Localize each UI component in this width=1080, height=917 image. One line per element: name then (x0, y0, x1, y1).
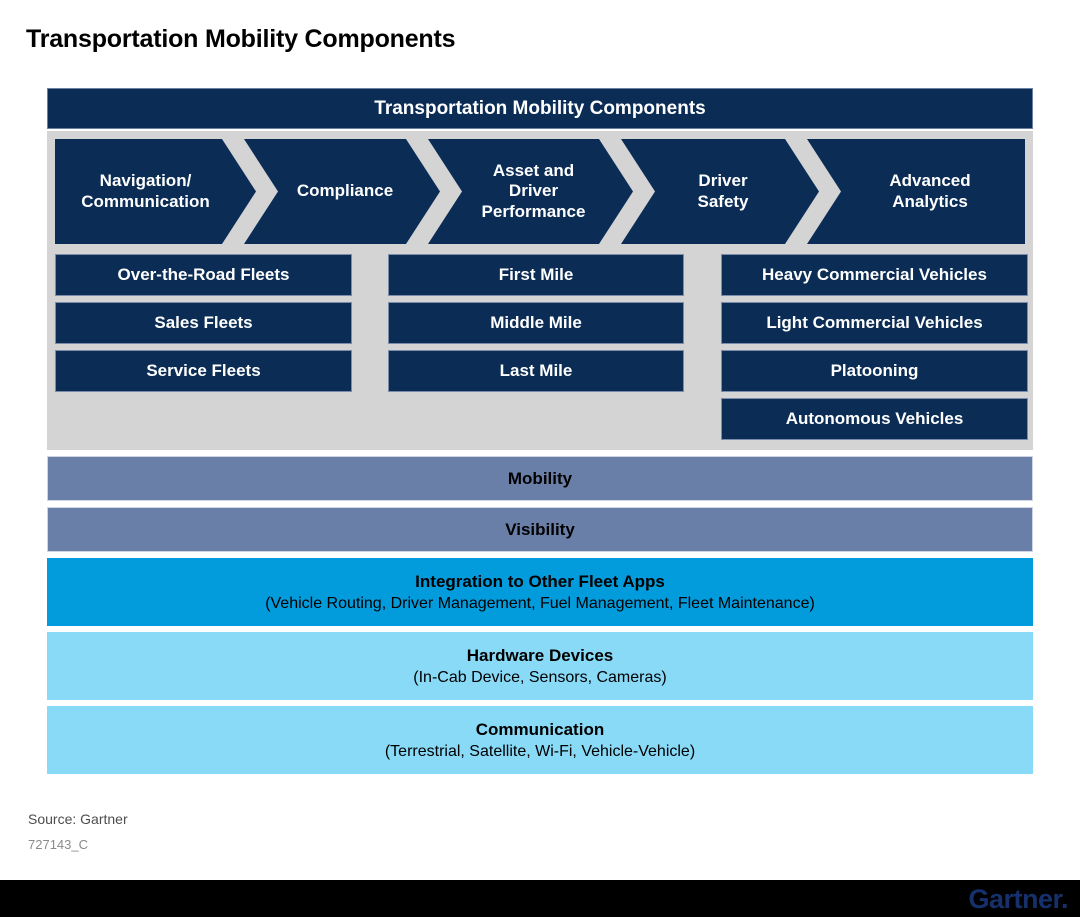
layer-visibility[interactable]: Visibility (47, 507, 1033, 552)
box-item[interactable]: Light Commercial Vehicles (721, 302, 1028, 344)
layer-title: Hardware Devices (466, 645, 614, 665)
gartner-logo-dot: . (1060, 884, 1069, 914)
box-label: Over-the-Road Fleets (117, 265, 290, 284)
layer-subtitle: (In-Cab Device, Sensors, Cameras) (413, 668, 667, 686)
column-fleet-types: Over-the-Road Fleets Sales Fleets Servic… (55, 254, 352, 392)
chevron-driver-safety[interactable]: Driver Safety (621, 139, 819, 244)
diagram-container: Transportation Mobility Components Navig… (47, 88, 1033, 774)
box-item[interactable]: Heavy Commercial Vehicles (721, 254, 1028, 296)
box-label: Last Mile (499, 361, 573, 380)
layer-title: Communication (475, 719, 605, 739)
box-label: Middle Mile (490, 313, 582, 332)
chevron-advanced-analytics[interactable]: Advanced Analytics (807, 139, 1025, 244)
chevron-label: Navigation/ Communication (81, 171, 210, 211)
chevron-navigation-communication[interactable]: Navigation/ Communication (55, 139, 256, 244)
layer-title: Integration to Other Fleet Apps (415, 571, 665, 591)
box-item[interactable]: Sales Fleets (55, 302, 352, 344)
box-item[interactable]: Middle Mile (388, 302, 684, 344)
chevron-label: Compliance (296, 181, 394, 201)
chevron-label: Asset and Driver Performance (481, 161, 586, 221)
chart-id: 727143_C (28, 837, 88, 852)
box-item[interactable]: Autonomous Vehicles (721, 398, 1028, 440)
box-item[interactable]: Over-the-Road Fleets (55, 254, 352, 296)
chevron-process-row: Navigation/ Communication Compliance Ass… (55, 139, 1025, 244)
diagram-header-bar: Transportation Mobility Components (47, 88, 1033, 129)
chevron-asset-driver-performance[interactable]: Asset and Driver Performance (428, 139, 633, 244)
box-label: Light Commercial Vehicles (766, 313, 983, 332)
box-label: First Mile (498, 265, 574, 284)
box-label: Service Fleets (146, 361, 261, 380)
category-columns: Over-the-Road Fleets Sales Fleets Servic… (55, 254, 1028, 440)
box-label: Platooning (830, 361, 919, 380)
box-item[interactable]: Service Fleets (55, 350, 352, 392)
layer-communication[interactable]: Communication (Terrestrial, Satellite, W… (47, 706, 1033, 774)
chevron-label: Advanced Analytics (889, 171, 971, 211)
layer-integration-to-other-fleet-apps[interactable]: Integration to Other Fleet Apps (Vehicle… (47, 558, 1033, 626)
layer-title: Mobility (507, 468, 573, 488)
box-label: Sales Fleets (154, 313, 253, 332)
layer-subtitle: (Terrestrial, Satellite, Wi-Fi, Vehicle-… (384, 742, 696, 760)
box-item[interactable]: Last Mile (388, 350, 684, 392)
box-item[interactable]: First Mile (388, 254, 684, 296)
layer-subtitle: (Vehicle Routing, Driver Management, Fue… (265, 594, 815, 612)
box-item[interactable]: Platooning (721, 350, 1028, 392)
gartner-logo-text: Gartner (968, 884, 1061, 914)
diagram-header-label: Transportation Mobility Components (374, 97, 706, 119)
box-label: Heavy Commercial Vehicles (762, 265, 987, 284)
footer-strip (0, 880, 1080, 917)
chevron-label: Driver Safety (697, 171, 749, 211)
source-note: Source: Gartner (28, 811, 128, 827)
layer-mobility[interactable]: Mobility (47, 456, 1033, 501)
layer-title: Visibility (505, 519, 575, 539)
page-title: Transportation Mobility Components (26, 25, 456, 53)
gray-panel: Navigation/ Communication Compliance Ass… (47, 131, 1033, 450)
gartner-logo: Gartner. (968, 884, 1068, 915)
layer-hardware-devices[interactable]: Hardware Devices (In-Cab Device, Sensors… (47, 632, 1033, 700)
column-mile-stages: First Mile Middle Mile Last Mile (388, 254, 684, 392)
box-label: Autonomous Vehicles (785, 409, 964, 428)
column-vehicle-types: Heavy Commercial Vehicles Light Commerci… (721, 254, 1028, 440)
chevron-compliance[interactable]: Compliance (244, 139, 440, 244)
